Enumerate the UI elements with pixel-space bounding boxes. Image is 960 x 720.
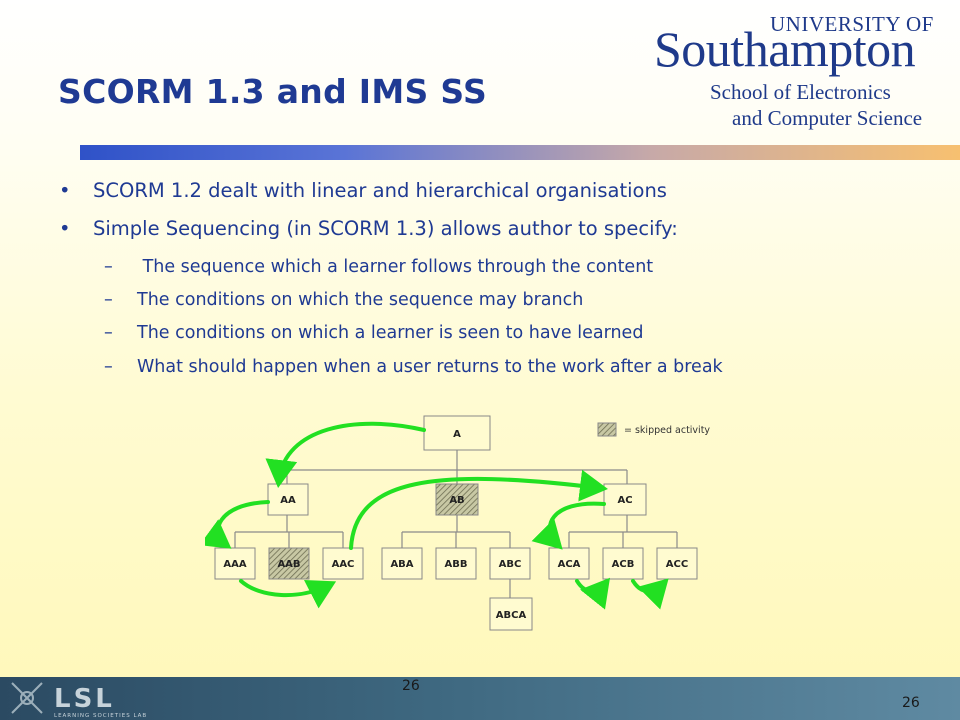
bullet-text: Simple Sequencing (in SCORM 1.3) allows … [93, 217, 678, 240]
university-logo: UNIVERSITY OF Southampton School of Elec… [652, 8, 952, 133]
title-gradient-bar [80, 145, 960, 160]
logo-school-line1: School of Electronics [710, 80, 891, 104]
page-number-center: 26 [402, 678, 420, 694]
subbullet-text: The conditions on which a learner is see… [137, 323, 644, 343]
subbullet-marker: – [104, 323, 113, 343]
logo-school-line2: and Computer Science [732, 106, 923, 130]
legend: = skipped activity [597, 422, 710, 437]
svg-text:ACC: ACC [666, 559, 688, 570]
svg-text:AAA: AAA [223, 559, 246, 570]
tree-connectors [234, 450, 678, 598]
subbullet-item: – The conditions on which the sequence m… [104, 290, 584, 310]
tree-node-aca: ACA [548, 547, 590, 580]
logo-name-text: Southampton [654, 21, 916, 77]
tree-node-aab: AAB [268, 547, 310, 580]
svg-text:ABB: ABB [445, 559, 468, 570]
svg-text:AAC: AAC [332, 559, 355, 570]
subbullet-item: – What should happen when a user returns… [104, 357, 723, 377]
svg-text:ABA: ABA [390, 559, 413, 570]
svg-text:AAB: AAB [277, 559, 300, 570]
subbullet-marker: – [104, 257, 113, 277]
tree-node-ac: AC [603, 483, 647, 516]
subbullet-text: The sequence which a learner follows thr… [137, 257, 654, 277]
subbullet-item: – The conditions on which a learner is s… [104, 323, 644, 343]
subbullet-marker: – [104, 357, 113, 377]
logo-university-text: UNIVERSITY OF [770, 12, 934, 36]
legend-skipped-swatch [597, 422, 617, 437]
bullet-item: • SCORM 1.2 dealt with linear and hierar… [59, 179, 667, 202]
lsl-logo-emblem-icon [11, 682, 43, 714]
subbullet-marker: – [104, 290, 113, 310]
tree-node-aaa: AAA [214, 547, 256, 580]
svg-text:AA: AA [280, 495, 296, 506]
tree-node-acc: ACC [656, 547, 698, 580]
tree-node-aba: ABA [381, 547, 423, 580]
svg-text:AB: AB [449, 495, 464, 506]
slide-title: SCORM 1.3 and IMS SS [58, 72, 488, 111]
sequencing-tree-diagram: A AA AB AC AAA AAB AAC ABA [205, 415, 710, 631]
svg-text:ABC: ABC [499, 559, 522, 570]
bullet-marker: • [59, 179, 71, 202]
subbullet-text: What should happen when a user returns t… [137, 357, 723, 377]
svg-text:AC: AC [617, 495, 632, 506]
page-number-right: 26 [902, 695, 920, 711]
svg-text:ACB: ACB [612, 559, 635, 570]
tree-node-a: A [423, 415, 491, 451]
sequence-arrows [205, 421, 669, 610]
bullet-item: • Simple Sequencing (in SCORM 1.3) allow… [59, 217, 678, 240]
svg-text:ABCA: ABCA [496, 610, 527, 621]
tree-node-aa: AA [267, 483, 309, 516]
svg-text:A: A [453, 429, 461, 440]
lsl-logo: LSL LEARNING SOCIETIES LAB [11, 682, 147, 719]
tree-node-aac: AAC [322, 547, 364, 580]
footer-bar: LSL LEARNING SOCIETIES LAB [0, 677, 960, 720]
tree-node-abca: ABCA [489, 597, 533, 631]
lsl-logo-subtitle: LEARNING SOCIETIES LAB [54, 713, 147, 719]
legend-label: = skipped activity [624, 425, 710, 436]
bullet-marker: • [59, 217, 71, 240]
tree-node-acb: ACB [602, 547, 644, 580]
subbullet-item: – The sequence which a learner follows t… [104, 257, 654, 277]
subbullet-text: The conditions on which the sequence may… [137, 290, 584, 310]
bullet-text: SCORM 1.2 dealt with linear and hierarch… [93, 179, 667, 202]
tree-node-abb: ABB [435, 547, 477, 580]
lsl-logo-text: LSL [54, 684, 115, 714]
svg-text:ACA: ACA [558, 559, 581, 570]
tree-node-abc: ABC [489, 547, 531, 580]
tree-node-ab: AB [435, 483, 479, 516]
